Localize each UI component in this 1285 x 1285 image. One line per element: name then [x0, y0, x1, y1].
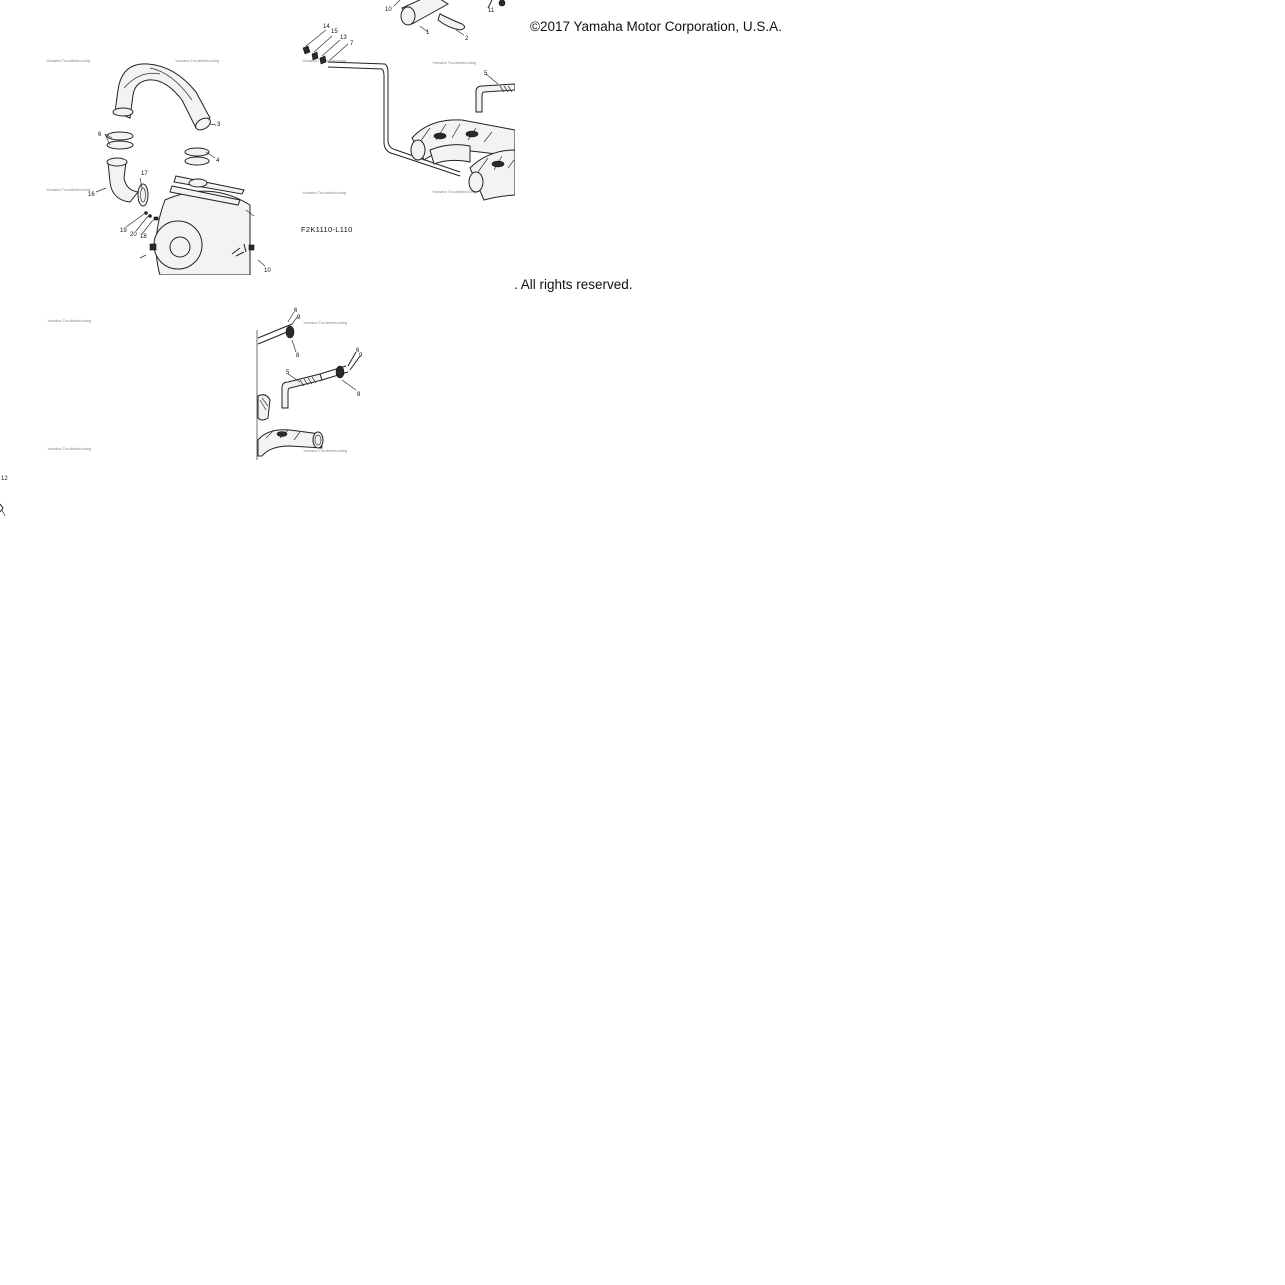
elbow-part — [107, 161, 139, 203]
callout-number: 7 — [350, 41, 354, 47]
callout-number: 16 — [88, 192, 95, 198]
callout-number: 14 — [323, 24, 330, 30]
callout-number: 2 — [465, 36, 469, 42]
callout-number: 5 — [286, 370, 290, 376]
rights-text: . All rights reserved. — [514, 277, 633, 292]
cooling-hose — [327, 61, 461, 173]
watermark: Yamaha Troubleshooting — [302, 190, 346, 195]
copyright-text: ©2017 Yamaha Motor Corporation, U.S.A. — [530, 19, 782, 34]
callout-number: 8 — [357, 392, 361, 398]
exhaust-pipe-part — [114, 63, 211, 129]
callout-number: 1 — [426, 30, 430, 36]
callout-number: 13 — [340, 35, 347, 41]
hose-clamp — [285, 325, 295, 339]
watermark: Yamaha Troubleshooting — [46, 58, 90, 63]
watermark: Yamaha Troubleshooting — [47, 446, 91, 451]
callout-number: 10 — [264, 268, 271, 274]
clamp-ring — [184, 147, 210, 157]
exhaust-manifold — [257, 429, 323, 457]
clamp-ring — [184, 156, 210, 166]
callout-number: 6 — [98, 132, 102, 138]
hose-clamp — [335, 365, 345, 379]
watermark: Yamaha Troubleshooting — [46, 187, 90, 192]
exhaust-manifold — [410, 119, 515, 165]
exhaust-diagram-fragment: 12 — [0, 470, 20, 520]
callout-number: 17 — [141, 171, 148, 177]
watermark: Yamaha Troubleshooting — [303, 448, 347, 453]
watermark: Yamaha Troubleshooting — [175, 58, 219, 63]
callout-number: 6 — [294, 308, 298, 314]
watermark: Yamaha Troubleshooting — [47, 318, 91, 323]
water-pipe — [281, 373, 323, 409]
callout-number: 9 — [297, 315, 301, 321]
callout-number: 3 — [217, 122, 221, 128]
watermark: Yamaha Troubleshooting — [303, 320, 347, 325]
callout-number: 5 — [484, 71, 488, 77]
callout-number: 11 — [488, 8, 495, 14]
callout-number: 9 — [359, 353, 363, 359]
flange-gasket — [137, 183, 149, 207]
callout-number: 4 — [216, 158, 220, 164]
clamp-ring — [106, 140, 134, 150]
callout-number: 18 — [140, 234, 147, 240]
callout-number: 15 — [331, 29, 338, 35]
callout-number: 10 — [385, 7, 392, 13]
callout-number: 6 — [356, 348, 360, 354]
water-pipe — [475, 83, 515, 113]
callout-number: 20 — [130, 232, 137, 238]
callout-number: 19 — [120, 228, 127, 234]
diagram-code: F2K1110-L110 — [301, 225, 353, 234]
watermark: Yamaha Troubleshooting — [432, 189, 476, 194]
exhaust-diagram-detail: Yamaha Troubleshooting Yamaha Troublesho… — [0, 300, 370, 530]
callout-number: 12 — [1, 476, 8, 482]
exhaust-diagram-main: Yamaha Troubleshooting Yamaha Troublesho… — [0, 0, 515, 275]
exhaust-manifold — [468, 149, 515, 201]
watermark: Yamaha Troubleshooting — [432, 60, 476, 65]
clamp-ring — [106, 131, 134, 141]
callout-number: 8 — [296, 353, 300, 359]
